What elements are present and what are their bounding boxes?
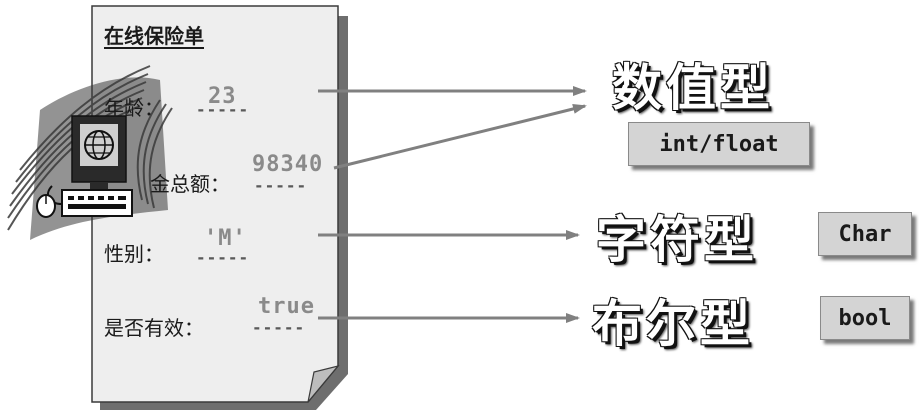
- mouse-icon: [36, 194, 56, 218]
- field-underline-valid: -----: [252, 318, 306, 337]
- type-label-numeric: 数值型: [612, 58, 774, 117]
- document-curl: [307, 364, 340, 403]
- field-underline-amount: -----: [254, 176, 308, 195]
- field-label-age: 年龄：: [104, 96, 164, 120]
- field-underline-age: -----: [196, 100, 250, 119]
- field-value-valid: true: [258, 294, 315, 319]
- field-label-valid: 是否有效：: [104, 316, 204, 340]
- type-label-bool: 布尔型: [592, 294, 754, 353]
- arrow-amount-to-numeric: [333, 104, 587, 170]
- type-code-char: Char: [818, 212, 912, 256]
- type-code-bool: bool: [820, 296, 910, 340]
- field-value-amount: 98340: [252, 152, 324, 177]
- type-label-char: 字符型: [596, 210, 758, 269]
- field-underline-gender: -----: [196, 248, 250, 267]
- field-label-amount: 金总额：: [150, 172, 230, 196]
- type-code-numeric: int/float: [628, 122, 810, 166]
- form-title: 在线保险单: [104, 24, 204, 48]
- field-label-gender: 性别：: [104, 242, 164, 266]
- field-value-gender: 'M': [204, 226, 247, 251]
- globe-icon: [84, 130, 114, 160]
- keyboard-icon: [61, 189, 133, 217]
- field-value-age: 23: [208, 84, 237, 109]
- computer-icon: [36, 115, 133, 218]
